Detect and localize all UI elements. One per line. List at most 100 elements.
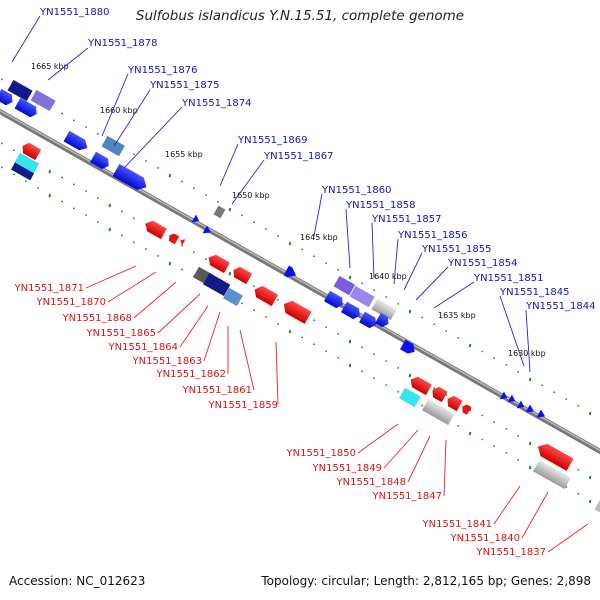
gene-label[interactable]: YN1551_1870 xyxy=(36,297,107,308)
gene-label[interactable]: YN1551_1862 xyxy=(156,369,227,380)
gene-block[interactable] xyxy=(30,89,56,112)
gene-block[interactable] xyxy=(280,298,312,324)
gene-block[interactable] xyxy=(14,152,40,175)
reverse-leader-lines xyxy=(85,265,589,553)
gene-block[interactable] xyxy=(324,290,346,310)
tick-labels: 1665 kbp 1660 kbp 1655 kbp 1650 kbp 1645… xyxy=(31,62,546,358)
gene-block[interactable] xyxy=(525,404,537,416)
gene-label[interactable]: YN1551_1840 xyxy=(450,533,521,544)
track-dot xyxy=(48,193,51,198)
track-dot xyxy=(528,377,532,382)
gene-block[interactable] xyxy=(179,237,186,246)
gene-block[interactable] xyxy=(333,275,356,296)
genome-backbone xyxy=(0,108,600,455)
gene-label[interactable]: YN1551_1844 xyxy=(525,301,596,312)
gene-block[interactable] xyxy=(408,374,432,396)
gene-label[interactable]: YN1551_1841 xyxy=(422,519,493,530)
gene-block[interactable] xyxy=(252,283,279,307)
gene-label[interactable]: YN1551_1876 xyxy=(127,65,198,76)
gene-block[interactable] xyxy=(231,265,253,285)
gene-label[interactable]: YN1551_1875 xyxy=(149,80,220,91)
gene-label[interactable]: YN1551_1860 xyxy=(321,185,392,196)
gene-block[interactable] xyxy=(7,79,33,102)
gene-block[interactable] xyxy=(349,285,375,308)
gene-label[interactable]: YN1551_1865 xyxy=(86,328,157,339)
gene-block[interactable] xyxy=(203,272,231,297)
gene-block[interactable] xyxy=(14,97,40,119)
tick-label: 1640 kbp xyxy=(369,272,407,281)
gene-block[interactable] xyxy=(206,252,230,274)
gene-block[interactable] xyxy=(422,398,455,425)
gene-label[interactable]: YN1551_1856 xyxy=(397,230,468,241)
gene-label[interactable]: YN1551_1845 xyxy=(499,287,570,298)
gene-block[interactable] xyxy=(101,135,125,157)
gene-block[interactable] xyxy=(112,163,150,193)
track-dot xyxy=(108,227,111,232)
gene-block[interactable] xyxy=(223,287,243,307)
gene-block[interactable] xyxy=(341,301,363,321)
gene-label[interactable]: YN1551_1868 xyxy=(62,313,133,324)
gene-block[interactable] xyxy=(534,440,574,471)
track-dot xyxy=(589,499,592,504)
gene-label[interactable]: YN1551_1851 xyxy=(473,273,544,284)
gene-label[interactable]: YN1551_1837 xyxy=(476,547,547,558)
gene-label[interactable]: YN1551_1878 xyxy=(87,38,158,49)
track-dot xyxy=(348,339,352,344)
gene-block[interactable] xyxy=(399,387,421,408)
gene-label[interactable]: YN1551_1861 xyxy=(182,385,253,396)
track-dot xyxy=(168,173,172,178)
gene-block[interactable] xyxy=(460,403,472,415)
gene-block[interactable] xyxy=(143,218,167,240)
tick-label: 1655 kbp xyxy=(165,150,203,159)
track-dot xyxy=(168,261,172,266)
gene-label[interactable]: YN1551_1850 xyxy=(286,448,357,459)
gene-block[interactable] xyxy=(400,339,418,356)
forward-strand-genes xyxy=(0,79,548,421)
gene-block[interactable] xyxy=(430,385,448,403)
gene-block[interactable] xyxy=(11,162,35,181)
gene-label[interactable]: YN1551_1864 xyxy=(108,342,179,353)
gene-block[interactable] xyxy=(0,88,15,107)
gene-block[interactable] xyxy=(499,391,510,403)
gene-label[interactable]: YN1551_1871 xyxy=(14,283,85,294)
gene-label[interactable]: YN1551_1854 xyxy=(447,258,518,269)
map-title: Sulfobus islandicus Y.N.15.51, complete … xyxy=(135,8,465,24)
gene-block[interactable] xyxy=(594,500,600,514)
track-dot xyxy=(108,203,111,208)
gene-block[interactable] xyxy=(536,409,548,421)
forward-gene-labels: YN1551_1880 YN1551_1878 YN1551_1876 YN15… xyxy=(39,7,596,312)
gene-label[interactable]: YN1551_1867 xyxy=(263,151,334,162)
gene-label[interactable]: YN1551_1855 xyxy=(421,244,492,255)
tick-label: 1630 kbp xyxy=(508,349,546,358)
gene-block[interactable] xyxy=(283,265,299,281)
gene-label[interactable]: YN1551_1863 xyxy=(132,356,203,367)
gene-block[interactable] xyxy=(63,130,91,153)
gene-block[interactable] xyxy=(191,214,202,226)
gene-label[interactable]: YN1551_1858 xyxy=(345,200,416,211)
gene-label[interactable]: YN1551_1847 xyxy=(372,491,443,502)
gene-block[interactable] xyxy=(516,400,527,412)
topology-text: Topology: circular; Length: 2,812,165 bp… xyxy=(261,574,591,588)
track-dot xyxy=(589,411,592,416)
gene-label[interactable]: YN1551_1874 xyxy=(181,98,252,109)
gene-label[interactable]: YN1551_1848 xyxy=(336,477,407,488)
gene-block[interactable] xyxy=(445,394,463,412)
gene-label[interactable]: YN1551_1857 xyxy=(371,214,442,225)
track-dot xyxy=(408,373,412,378)
gene-block[interactable] xyxy=(507,394,518,406)
gene-label[interactable]: YN1551_1859 xyxy=(208,400,279,411)
gene-block[interactable] xyxy=(20,141,42,161)
gene-block[interactable] xyxy=(375,312,391,329)
gene-block[interactable] xyxy=(202,225,214,237)
tick-label: 1650 kbp xyxy=(232,191,270,200)
gene-block[interactable] xyxy=(371,298,397,321)
gene-label[interactable]: YN1551_1880 xyxy=(39,7,110,18)
gene-block[interactable] xyxy=(533,459,571,489)
gene-label[interactable]: YN1551_1849 xyxy=(312,463,383,474)
gene-block[interactable] xyxy=(359,311,379,330)
track-dot xyxy=(468,431,472,436)
gene-label[interactable]: YN1551_1869 xyxy=(237,135,308,146)
gene-block[interactable] xyxy=(167,232,180,245)
gene-block[interactable] xyxy=(213,205,226,219)
gene-block[interactable] xyxy=(90,151,112,171)
